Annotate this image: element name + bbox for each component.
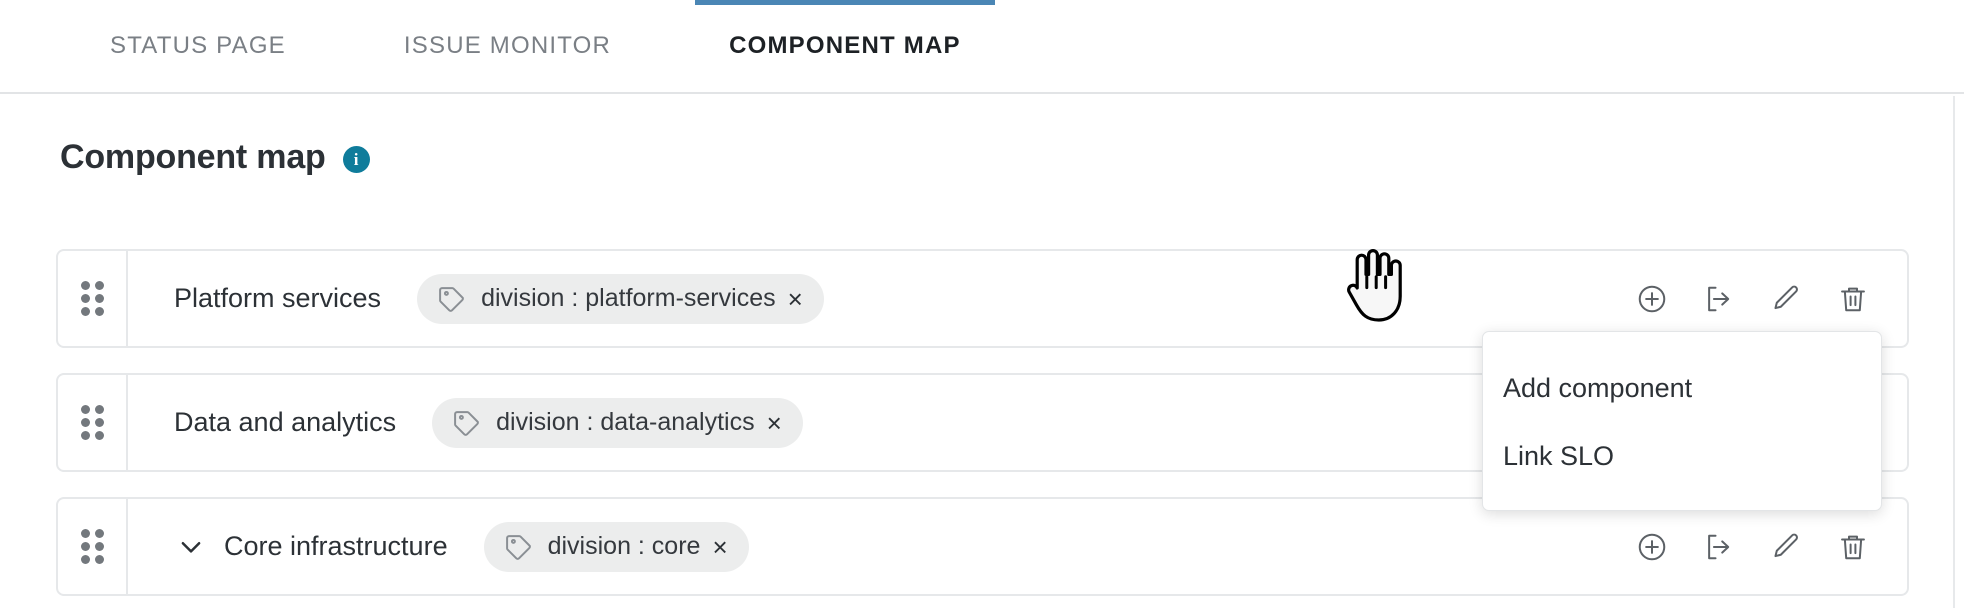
menu-item-label: Add component <box>1503 372 1693 403</box>
page-title: Component map <box>60 138 326 176</box>
tab-bar: STATUS PAGE ISSUE MONITOR COMPONENT MAP <box>0 0 1964 94</box>
tab-label: STATUS PAGE <box>110 32 286 59</box>
table-row[interactable]: Core infrastructure division : core × <box>56 497 1909 596</box>
edit-pencil-icon[interactable] <box>1768 529 1804 565</box>
tag-chip-remove-icon[interactable]: × <box>712 531 728 562</box>
row-title: Core infrastructure <box>224 531 448 561</box>
row-body: Data and analytics division : data-analy… <box>128 375 1907 470</box>
component-rows-list: Platform services division : platform-se… <box>56 249 1909 608</box>
tab-issue-monitor[interactable]: ISSUE MONITOR <box>370 0 645 93</box>
chevron-down-icon[interactable] <box>174 530 208 564</box>
row-title: Platform services <box>174 283 382 313</box>
tag-chip-label: division : data-analytics <box>496 408 755 436</box>
tag-chip-remove-icon[interactable]: × <box>766 407 782 438</box>
menu-item-add-component[interactable]: Add component <box>1483 354 1881 422</box>
edit-pencil-icon[interactable] <box>1768 281 1804 317</box>
info-icon[interactable]: i <box>342 146 370 173</box>
row-actions-dropdown-menu: Add component Link SLO <box>1482 331 1882 511</box>
trash-icon[interactable] <box>1835 529 1871 565</box>
tag-chip[interactable]: division : platform-services × <box>417 273 824 324</box>
table-row[interactable]: Platform services division : platform-se… <box>56 249 1909 348</box>
page-right-divider <box>1953 96 1955 608</box>
menu-item-link-slo[interactable]: Link SLO <box>1483 422 1881 490</box>
menu-item-label: Link SLO <box>1503 440 1615 471</box>
row-title: Data and analytics <box>174 407 397 437</box>
drag-dots-icon <box>80 281 104 316</box>
tag-chip-remove-icon[interactable]: × <box>787 283 803 314</box>
link-out-icon[interactable] <box>1701 529 1737 565</box>
drag-dots-icon <box>80 405 104 440</box>
tag-chip[interactable]: division : data-analytics × <box>432 397 803 448</box>
tag-icon <box>505 533 533 561</box>
tab-label: COMPONENT MAP <box>729 32 961 59</box>
drag-handle[interactable] <box>58 375 128 470</box>
tag-chip[interactable]: division : core × <box>483 521 749 572</box>
drag-dots-icon <box>80 529 104 564</box>
row-body: Platform services division : platform-se… <box>128 251 1907 346</box>
link-out-icon[interactable] <box>1701 281 1737 317</box>
tag-icon <box>438 285 466 313</box>
row-body: Core infrastructure division : core × <box>128 499 1907 594</box>
tab-label: ISSUE MONITOR <box>403 32 612 59</box>
add-circle-icon[interactable] <box>1634 281 1670 317</box>
row-actions <box>1634 529 1879 565</box>
tab-status-page[interactable]: STATUS PAGE <box>76 0 320 93</box>
drag-handle[interactable] <box>58 251 128 346</box>
trash-icon[interactable] <box>1835 281 1871 317</box>
page-title-row: Component map i <box>60 138 370 177</box>
tag-icon <box>453 409 481 437</box>
drag-handle[interactable] <box>58 499 128 594</box>
tag-chip-label: division : core <box>547 532 701 560</box>
row-actions <box>1634 281 1879 317</box>
tab-component-map[interactable]: COMPONENT MAP <box>695 0 995 93</box>
tag-chip-label: division : platform-services <box>481 284 776 312</box>
add-circle-icon[interactable] <box>1634 529 1670 565</box>
